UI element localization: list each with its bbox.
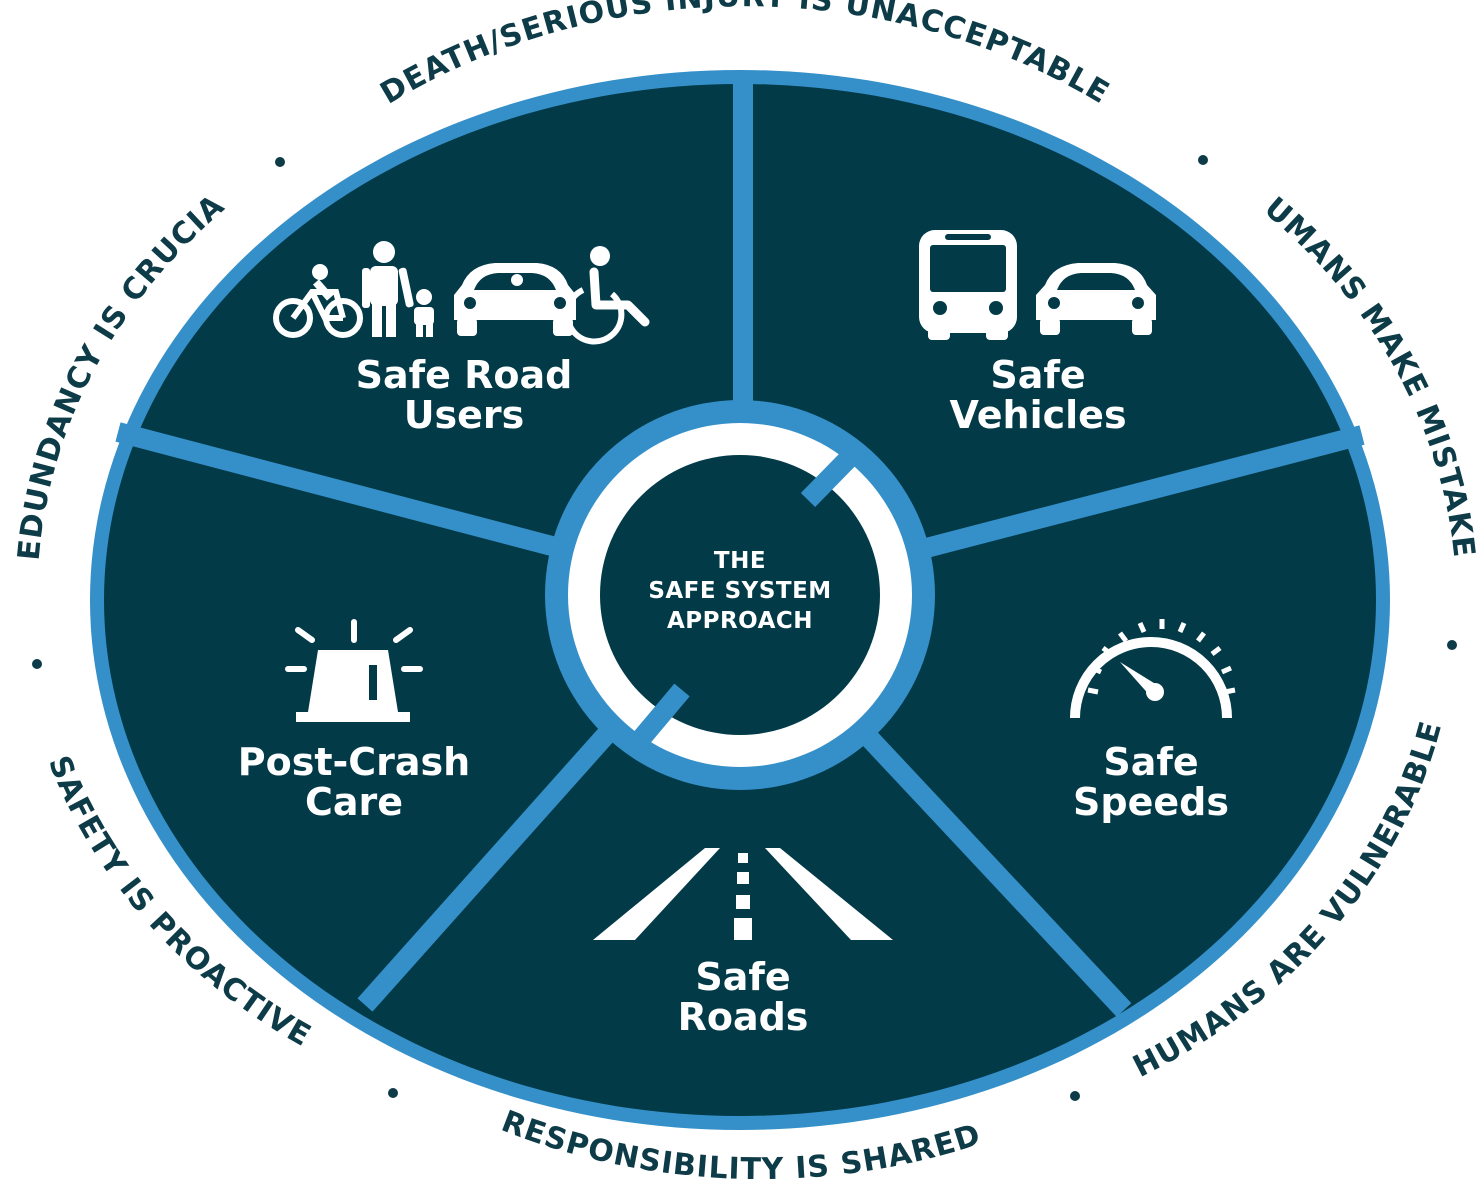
segment-label-line2: Vehicles xyxy=(949,393,1126,437)
center-title-line3: APPROACH xyxy=(667,608,813,634)
car-icon xyxy=(454,263,576,336)
segment-label-line2: Roads xyxy=(678,995,809,1039)
bus-icon xyxy=(919,230,1017,340)
segment-label-line2: Speeds xyxy=(1073,780,1229,824)
emergency-light-icon xyxy=(285,619,423,722)
center-title-line1: THE xyxy=(714,548,766,574)
segment-label-line1: Safe xyxy=(1103,740,1198,784)
segment-label-line1: Safe xyxy=(990,353,1085,397)
segment-safe-speeds xyxy=(1070,619,1236,719)
center-title-line2: SAFE SYSTEM xyxy=(648,578,831,604)
segment-post-crash-care xyxy=(285,619,423,722)
segment-safe-vehicles xyxy=(919,230,1156,340)
principle-separators xyxy=(32,155,1457,1101)
segment-label-line1: Safe xyxy=(695,955,790,999)
road-icon xyxy=(593,848,893,940)
bicycle-icon xyxy=(273,264,363,338)
center-hub xyxy=(545,400,935,790)
segment-label-line1: Safe Road xyxy=(356,353,573,397)
adult-child-icon xyxy=(362,241,434,337)
segment-safe-roads xyxy=(593,848,893,940)
wheelchair-icon xyxy=(564,246,650,345)
segment-label-line2: Care xyxy=(305,780,403,824)
speedometer-icon xyxy=(1070,619,1236,719)
segment-label-line1: Post-Crash xyxy=(238,740,470,784)
segment-label-line2: Users xyxy=(404,393,525,437)
segment-safe-road-users xyxy=(273,241,650,345)
car-icon xyxy=(1036,263,1156,335)
